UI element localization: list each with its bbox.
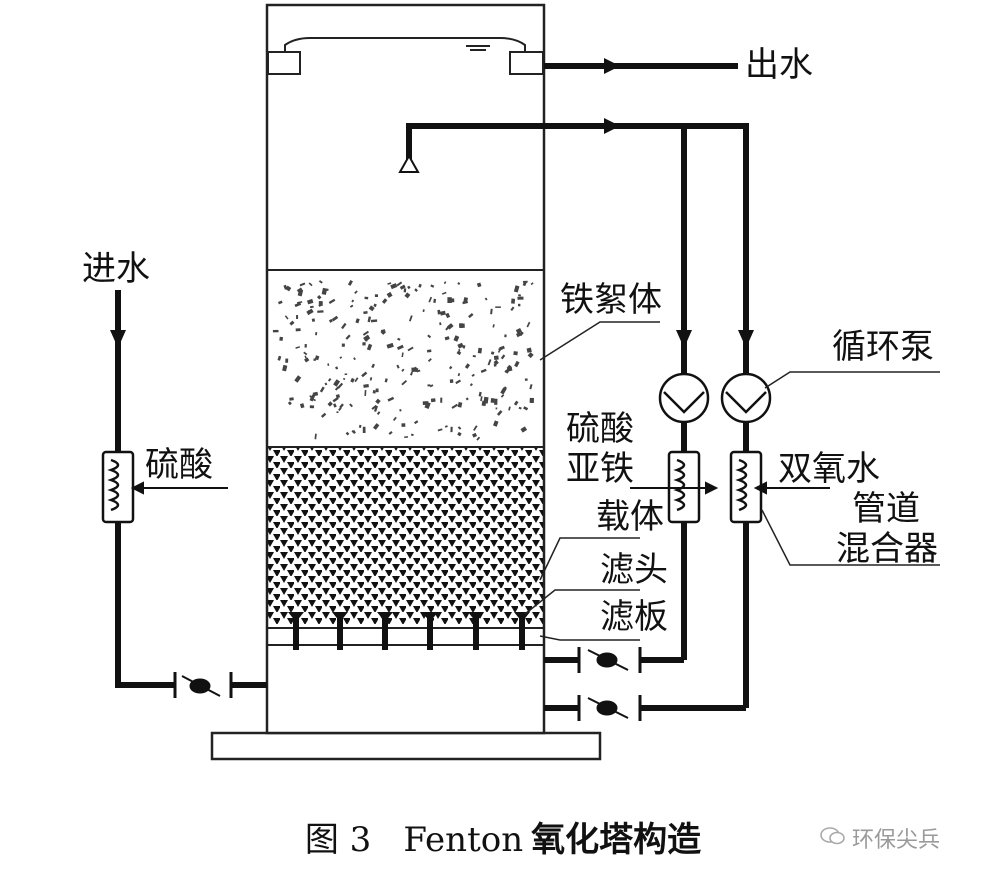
spray-flow-arrow (604, 118, 620, 134)
filter-plate-label: 滤板 (600, 597, 668, 637)
sulfuric-acid-label: 硫酸 (145, 445, 213, 485)
spray-nozzle (398, 153, 420, 173)
dosing-arrows (130, 481, 830, 495)
overflow-weir (267, 37, 544, 75)
inlet-valve (173, 672, 233, 698)
circulation-pump-right (720, 372, 772, 424)
pipe-mixer-inlet (101, 450, 135, 524)
filter-heads (288, 612, 530, 650)
pipe-mixer-label-2: 混合器 (836, 529, 938, 569)
carrier-zone (268, 448, 543, 624)
wechat-icon (820, 827, 845, 845)
inlet-label: 进水 (82, 249, 150, 289)
hydrogen-peroxide-label: 双氧水 (778, 449, 880, 489)
down-arrow-left (676, 330, 692, 348)
circulation-pump-label: 循环泵 (832, 327, 934, 367)
filter-head-label: 滤头 (600, 550, 668, 590)
ferrous-sulfate-label-2: 亚铁 (566, 449, 634, 489)
iron-floc-label: 铁絮体 (560, 280, 662, 320)
down-arrow-right (738, 330, 754, 348)
iron-floc-zone (267, 269, 544, 448)
return-valve-upper (544, 647, 642, 673)
ferrous-sulfate-label-1: 硫酸 (566, 409, 634, 449)
watermark-text: 环保尖兵 (852, 828, 941, 853)
inlet-flow-arrow (110, 330, 126, 348)
filter-plate (267, 627, 544, 646)
return-valve-lower (544, 695, 642, 721)
leader-lines (524, 321, 940, 641)
tower-base (210, 731, 602, 761)
caption-title: 氧化塔构造 (531, 820, 702, 860)
outlet-label: 出水 (745, 45, 813, 85)
inlet-pipe (115, 290, 267, 688)
circulation-pump-left (658, 372, 710, 424)
outlet-pipe (544, 58, 738, 74)
caption-name: Fenton (403, 820, 524, 860)
carrier-label: 载体 (596, 497, 664, 537)
caption-figure-number: 图 3 (304, 820, 372, 860)
pipe-mixer-label-1: 管道 (852, 489, 920, 529)
return-pipes (640, 657, 746, 711)
